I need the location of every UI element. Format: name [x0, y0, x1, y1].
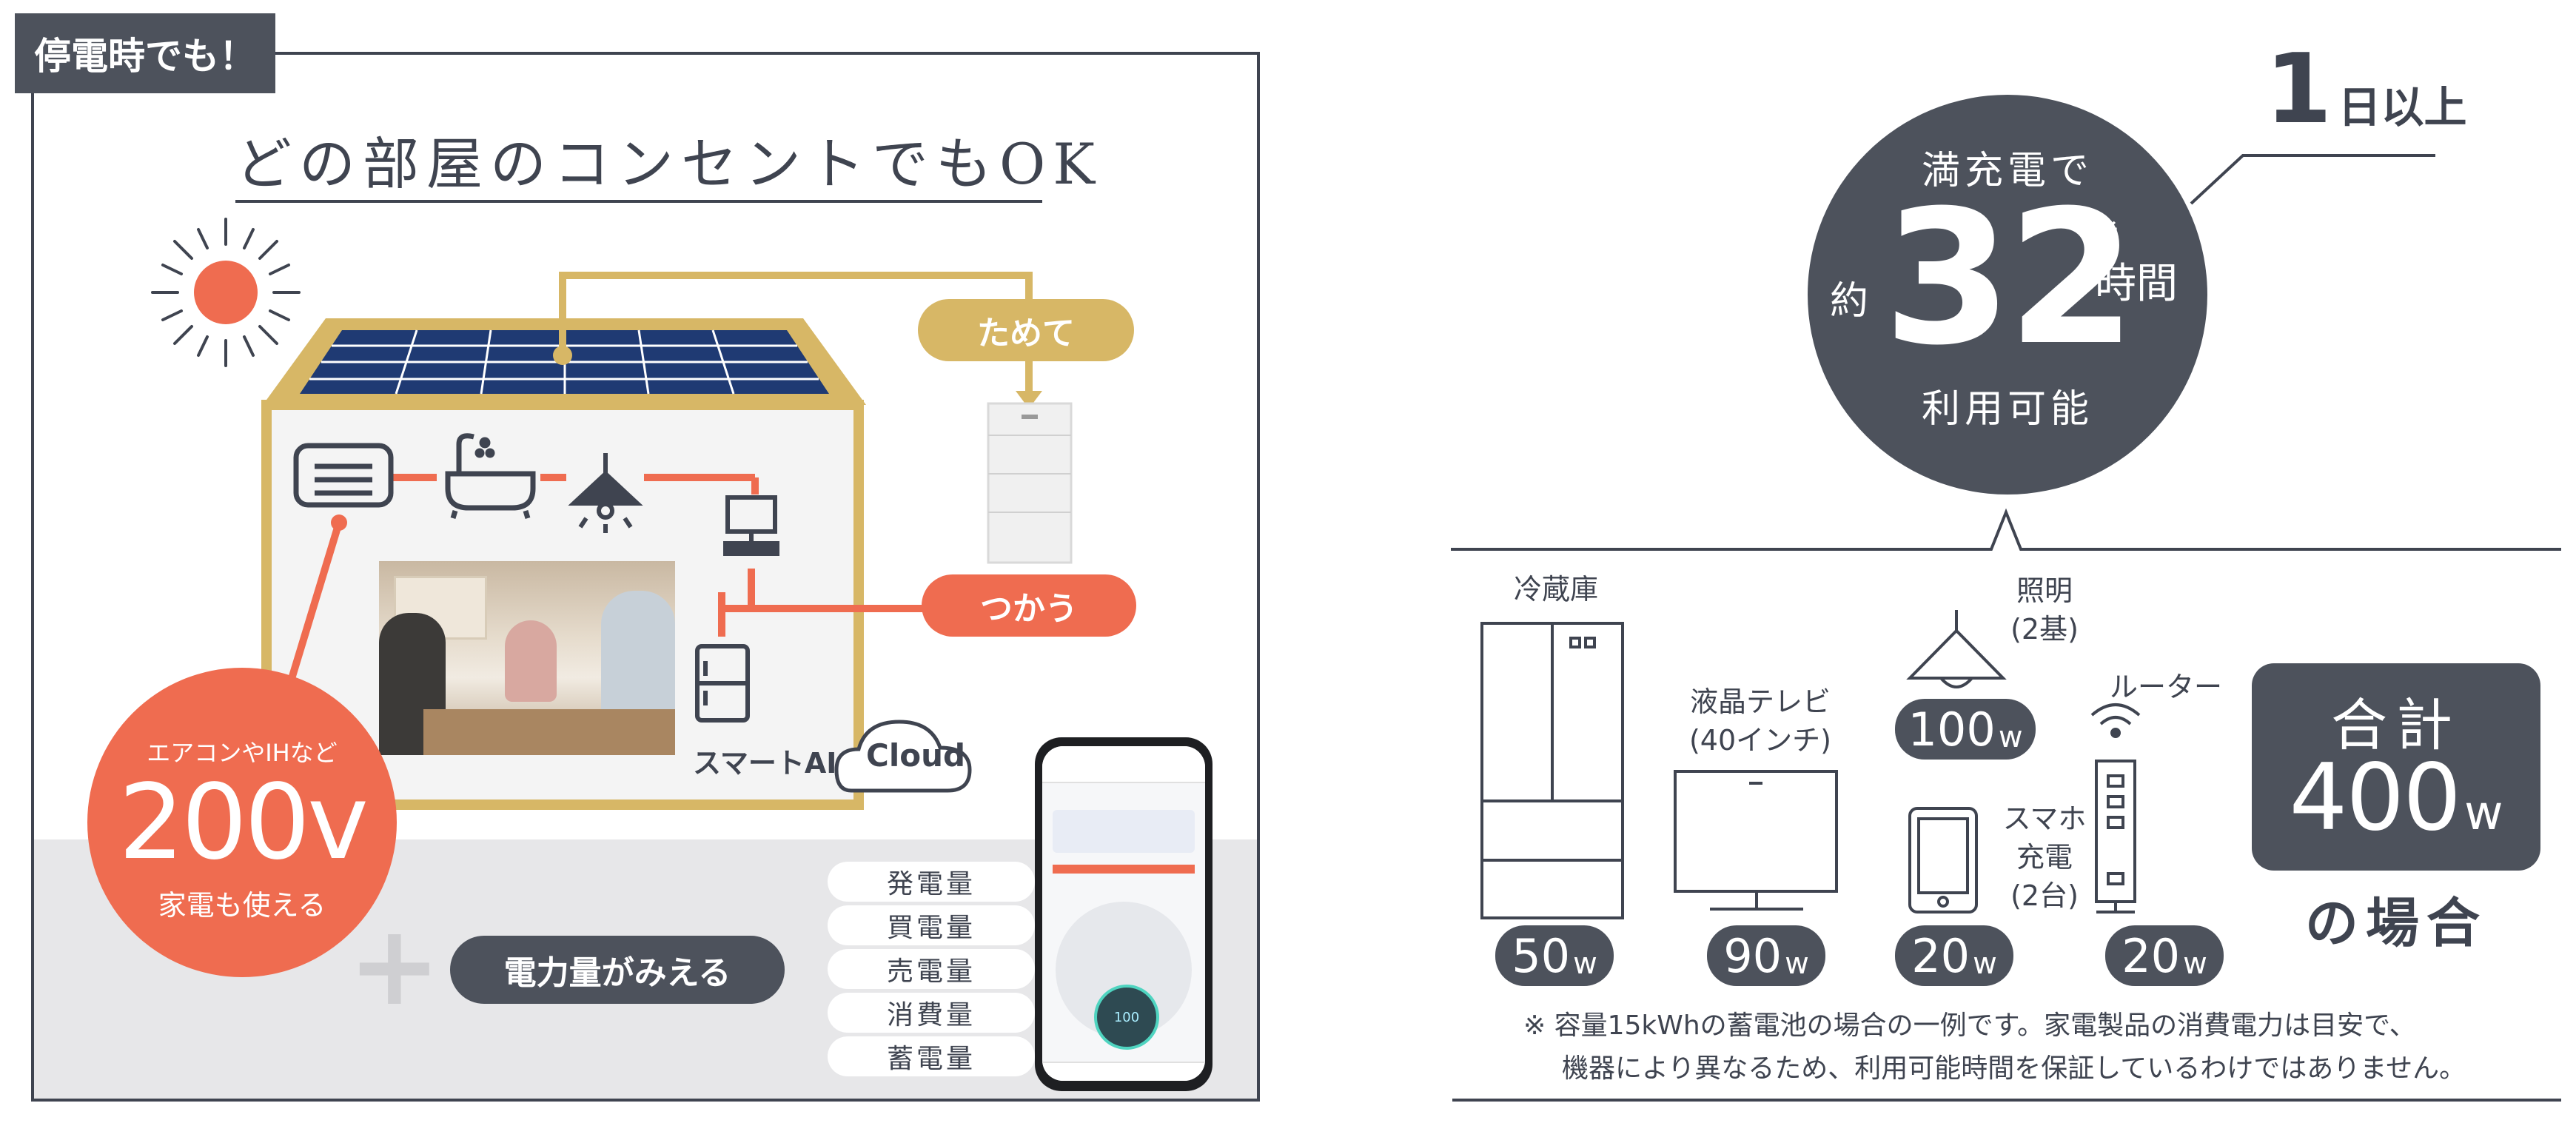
footnote-line-2: 機器により異なるため、利用可能時間を保証しているわけではありません。 [1562, 1053, 2466, 1084]
monitor-item-label: 売電量 [886, 956, 976, 987]
phone-header [1042, 746, 1205, 783]
appliance-name-fridge: 冷蔵庫 [1513, 573, 1598, 606]
voltage-big-text: 200v [118, 762, 369, 883]
appliance-name-light: 照明 (2基) [2010, 574, 2079, 646]
pendant-light-icon [1906, 610, 2007, 688]
monitor-item: 売電量 [828, 949, 1035, 989]
headline-underline [235, 200, 1042, 203]
footnote-divider [1452, 1099, 2561, 1102]
outage-tag: 停電時でも！ [15, 13, 275, 93]
watt-value: 20 [1911, 928, 1970, 983]
total-value-row: 400w [2252, 745, 2540, 851]
sun-icon [151, 218, 301, 367]
monitor-item: 買電量 [828, 905, 1035, 945]
cloud-icon [834, 720, 972, 793]
circle-note: ※ [2095, 213, 2120, 247]
phone-bottom-bar [1042, 1062, 1205, 1081]
monitor-item-label: 発電量 [886, 869, 976, 899]
watt-unit: w [2183, 947, 2207, 981]
store-label-text: ためて [977, 315, 1075, 352]
appliance-name-tv: 液晶テレビ (40インチ) [1688, 685, 1831, 757]
voltage-circle: エアコンやIHなど 200v 家電も使える [87, 668, 397, 977]
circle-bottom-text: 利用可能 [1921, 387, 2093, 432]
phone-center-value: 100 [1094, 985, 1159, 1050]
ceiling-lamp-icon [568, 453, 643, 533]
callout-line [2190, 154, 2435, 205]
smartphone: 100 [1035, 737, 1212, 1091]
photo-table [423, 709, 675, 755]
one-day-label: 日以上 [2338, 82, 2467, 133]
router-icon [2090, 703, 2141, 914]
watt-unit: w [1973, 947, 1997, 981]
watt-value: 50 [1512, 928, 1571, 983]
smartphone-screen: 100 [1042, 746, 1205, 1081]
circle-prefix: 約 [1830, 279, 1869, 324]
watt-unit: w [1573, 947, 1597, 981]
power-visible-text: 電力量がみえる [503, 954, 731, 992]
watt-value: 90 [1723, 928, 1782, 983]
circle-unit: 時間 [2095, 260, 2178, 308]
family-photo [379, 561, 675, 755]
voltage-bottom-text: 家電も使える [158, 889, 326, 922]
monitor-item: 消費量 [828, 993, 1035, 1033]
watt-value: 20 [2121, 928, 2181, 983]
fridge-icon [695, 644, 750, 723]
monitor-item: 発電量 [828, 862, 1035, 902]
monitor-item-label: 消費量 [886, 1000, 976, 1030]
voltage-top-text: エアコンやIHなど [147, 739, 338, 767]
total-box: 合計 400w [2252, 663, 2540, 871]
battery-unit [987, 402, 1073, 564]
phone-center-value-text: 100 [1113, 1009, 1140, 1025]
watt-unit: w [1785, 947, 1809, 981]
refrigerator-icon [1480, 622, 1624, 919]
watt-value: 100 [1908, 702, 1996, 757]
phone-alert-bar [1053, 865, 1195, 874]
circle-number: 32 [1883, 170, 2136, 386]
bathtub-icon [445, 433, 536, 520]
power-visible-label: 電力量がみえる [450, 936, 785, 1004]
circle-top-text: 満充電で [1921, 149, 2093, 193]
total-suffix: の場合 [2304, 892, 2487, 954]
smartphone-icon [1908, 807, 1978, 914]
use-wires [287, 474, 962, 683]
monitor-item-label: 蓄電量 [886, 1044, 976, 1074]
use-label-text: つかう [980, 590, 1078, 628]
one-day-num: 1 [2265, 33, 2332, 145]
tv-icon [1674, 770, 1838, 911]
outage-tag-text: 停電時でも！ [34, 35, 256, 78]
headline: どの部屋のコンセントでもOK [235, 131, 1103, 197]
smart-ai-label: スマートAI [693, 747, 837, 780]
total-unit: w [2464, 786, 2503, 841]
phone-message-box [1053, 810, 1195, 853]
appliance-icons [1480, 610, 2141, 919]
divider-notch [1451, 508, 2561, 551]
cloud-label: Cloud [866, 737, 966, 774]
total-value: 400 [2289, 745, 2461, 851]
desktop-pc-icon [723, 495, 779, 556]
total-label: 合計 [2331, 692, 2461, 758]
monitor-item-label: 買電量 [886, 913, 976, 943]
plus-icon: + [348, 902, 441, 1030]
use-label: つかう [922, 574, 1136, 637]
store-label: ためて [918, 299, 1134, 361]
watt-unit: w [1998, 720, 2023, 754]
monitor-item: 蓄電量 [828, 1036, 1035, 1076]
appliance-name-phone: スマホ 充電 (2台) [2002, 802, 2087, 912]
appliance-name-router: ルーター [2109, 671, 2222, 703]
hours-circle: 満充電で 約 32 ※ 時間 利用可能 [1808, 95, 2207, 495]
air-conditioner-icon [293, 443, 394, 508]
photo-person-2 [505, 620, 557, 702]
footnote-line-1: ※ 容量15kWhの蓄電池の場合の一例です。家電製品の消費電力は目安で、 [1523, 1010, 2416, 1041]
